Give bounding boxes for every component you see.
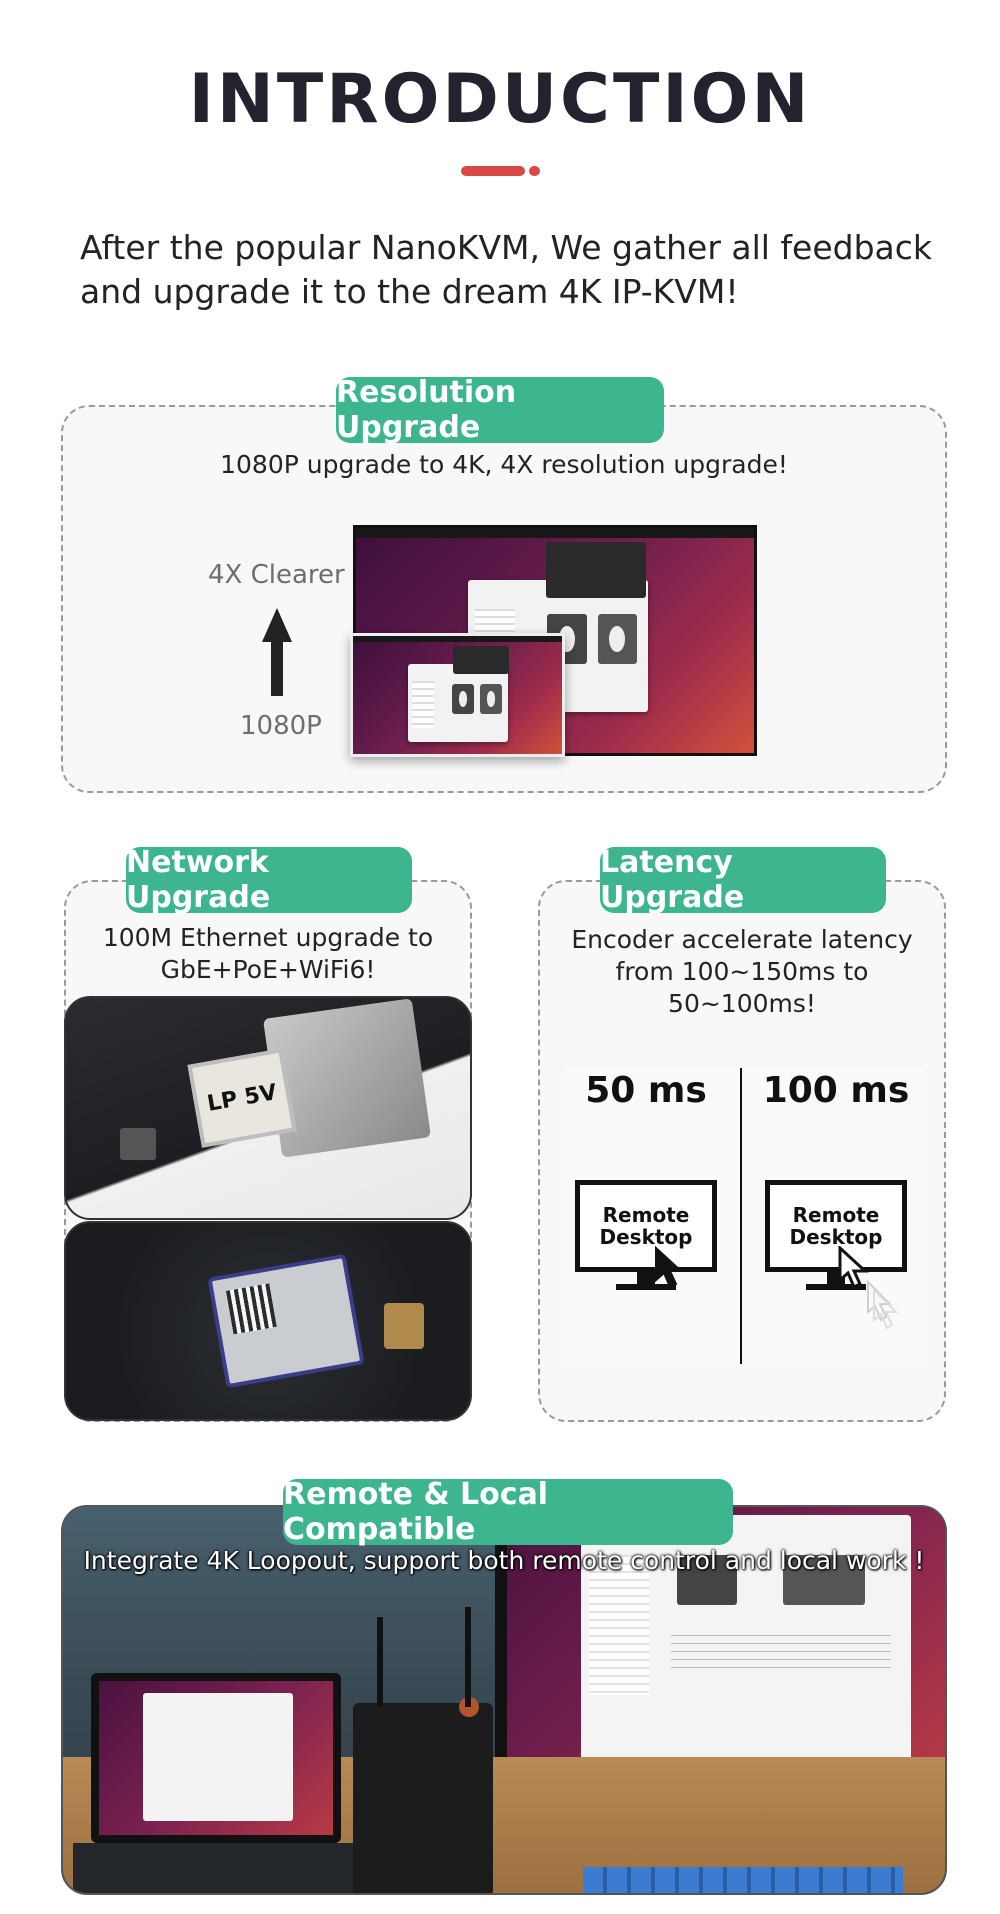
monitor-icon: Remote Desktop [765,1180,907,1272]
remote-local-photo [61,1505,947,1895]
remote-desktop-label-left: Remote Desktop [599,1203,693,1249]
monitor-neck [637,1272,655,1284]
mouse-cursor-icon [655,1246,684,1289]
monitor-icon: Remote Desktop [575,1180,717,1272]
latency-subtitle-line1: Encoder accelerate latency [571,925,913,954]
resolution-1080-label: 1080P [240,711,322,741]
title-underline-dot [529,166,540,176]
remote-local-subtitle: Integrate 4K Loopout, support both remot… [83,1546,925,1575]
remote-desktop-label-right: Remote Desktop [789,1203,883,1249]
latency-divider [740,1068,742,1364]
latency-subtitle-line2: from 100~150ms to 50~100ms! [615,957,869,1018]
up-arrow-shaft [271,640,283,696]
resolution-subtitle: 1080P upgrade to 4K, 4X resolution upgra… [220,450,788,479]
network-subtitle: 100M Ethernet upgrade to GbE+PoE+WiFi6! [64,922,472,986]
latency-50ms: 50 ms [585,1070,707,1111]
intro-text: After the popular NanoKVM, We gather all… [80,228,933,311]
latency-100ms: 100 ms [762,1070,910,1111]
network-badge: Network Upgrade [126,845,412,915]
ubuntu-1080p-screenshot [350,633,565,757]
latency-subtitle: Encoder accelerate latency from 100~150m… [538,924,946,1020]
mouse-cursor-icon [838,1246,869,1290]
monitor-base [616,1284,676,1290]
ethernet-board-photo: LP 5V [64,996,472,1220]
title-underline [461,166,525,176]
wifi-module-photo [64,1221,472,1421]
latency-badge: Latency Upgrade [600,845,886,915]
page-title: INTRODUCTION [188,60,812,139]
monitor-base [806,1284,866,1290]
remote-local-badge: Remote & Local Compatible [283,1477,733,1547]
network-subtitle-line1: 100M Ethernet upgrade to [102,923,434,952]
resolution-badge: Resolution Upgrade [336,375,664,445]
network-subtitle-line2: GbE+PoE+WiFi6! [160,955,376,984]
mouse-cursor-trail-icon [867,1279,899,1330]
chip-label: LP 5V [205,1079,279,1117]
up-arrow-icon [262,608,292,642]
clearer-label: 4X Clearer [208,560,345,590]
